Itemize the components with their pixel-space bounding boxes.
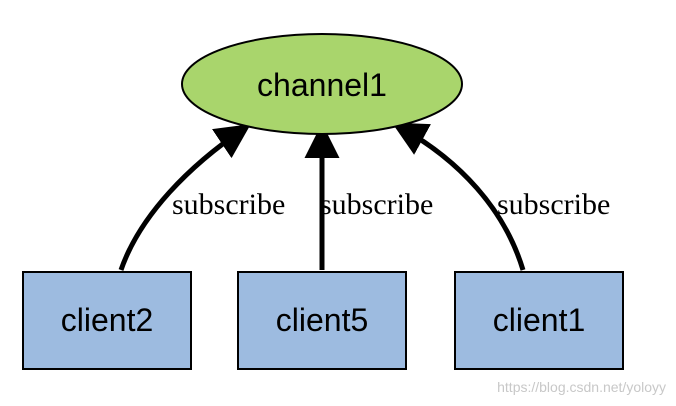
client-node-label-client5: client5 (276, 302, 369, 338)
client-node-client1 (454, 271, 624, 370)
watermark-text: https://blog.csdn.net/yoloyy (497, 379, 666, 395)
client-node-client2 (22, 271, 192, 370)
edge-client1-channel1 (391, 122, 526, 271)
edge-label-client2: subscribe (172, 188, 285, 221)
channel-node (181, 33, 463, 135)
client-node-label-client1: client1 (493, 302, 586, 338)
client-node-label-client2: client2 (61, 302, 154, 338)
channel-node-label: channel1 (257, 67, 387, 103)
client-node-client5 (237, 271, 407, 370)
edge-client2-channel1 (118, 124, 251, 271)
edge-label-client5: subscribe (320, 188, 433, 221)
edge-label-client1: subscribe (497, 188, 610, 221)
